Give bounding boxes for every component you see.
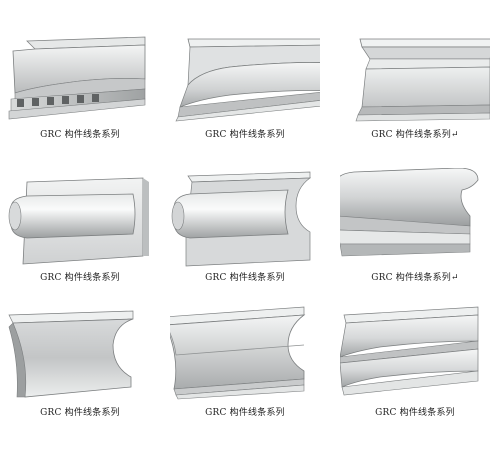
scroll-stepped-image — [340, 168, 479, 257]
concave-cove-image — [8, 310, 134, 398]
panel-caption: GRC 构件线条系列 — [205, 130, 285, 140]
dentil-cornice-image — [8, 36, 146, 120]
ogee-cornice-image — [175, 38, 320, 122]
molding-panel-3: GRC 构件线条系列↵ — [340, 33, 490, 178]
convex-hook-image — [171, 171, 312, 267]
molding-panel-7: GRC 构件线条系列 — [5, 305, 155, 450]
panel-caption: GRC 构件线条系列 — [375, 408, 455, 418]
convex-torus-image — [8, 177, 149, 265]
molding-panel-8: GRC 构件线条系列 — [170, 305, 320, 450]
panel-caption: GRC 构件线条系列↵ — [371, 130, 459, 140]
molding-panel-2: GRC 构件线条系列 — [170, 33, 320, 178]
panel-caption: GRC 构件线条系列 — [205, 408, 285, 418]
molding-panel-9: GRC 构件线条系列 — [340, 305, 490, 450]
molding-panel-1: GRC 构件线条系列 — [5, 33, 155, 178]
molding-panel-4: GRC 构件线条系列 — [5, 168, 155, 313]
molding-panel-6: GRC 构件线条系列↵ — [340, 168, 490, 313]
panel-caption: GRC 构件线条系列 — [40, 408, 120, 418]
panel-caption: GRC 构件线条系列 — [40, 130, 120, 140]
double-ogee-image — [340, 306, 479, 396]
molding-panel-5: GRC 构件线条系列 — [170, 168, 320, 313]
flat-stepped-cornice-image — [355, 38, 490, 122]
panel-caption: GRC 构件线条系列↵ — [371, 273, 459, 283]
panel-caption: GRC 构件线条系列 — [40, 273, 120, 283]
panel-caption: GRC 构件线条系列 — [205, 273, 285, 283]
cove-bands-image — [170, 306, 306, 400]
